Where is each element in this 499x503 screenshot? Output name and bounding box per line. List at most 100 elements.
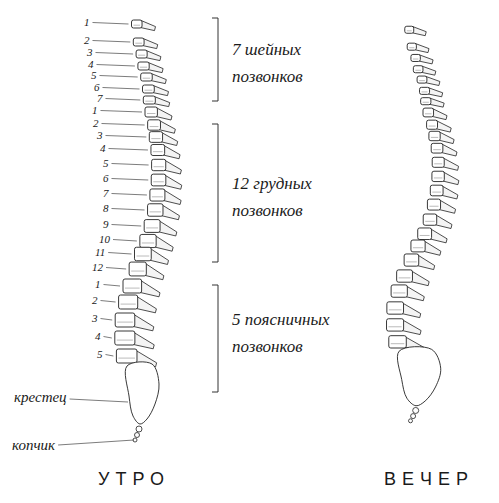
bracket [212,124,218,262]
spinous-process [432,109,447,120]
vertebral-body [148,204,163,216]
vertebral-body [116,349,137,363]
spinous-process [163,190,181,205]
leader-group [58,23,148,446]
vertebra [387,302,421,318]
coccyx [136,426,142,432]
vertebra [405,26,426,35]
vertebra [119,295,157,313]
spinous-process [164,160,181,174]
vertebra [143,96,169,107]
hatch [135,43,142,44]
hatch [153,151,163,152]
vertebral-body [129,262,146,276]
hatch [145,90,153,91]
vertebra [427,120,452,132]
vertebral-body [404,254,419,266]
vertebra [151,144,180,158]
bracket [212,285,218,392]
vertebra [138,62,163,73]
spinous-process [406,286,425,301]
vertebra [432,157,458,170]
bracket-label: 12 грудных позвонков [232,170,364,224]
hatch [420,235,430,236]
vertebra [133,38,157,49]
spinous-process [426,76,440,85]
vertebral-body [138,62,149,70]
spinous-process [424,241,441,256]
vertebral-body [140,234,156,247]
vertebra [136,50,161,61]
vertebra [430,185,458,199]
vertebral-body [115,313,135,327]
spinous-process [140,280,161,297]
vertebral-body [421,98,431,105]
vertebra [421,98,444,107]
callout-number: 1 [92,104,98,117]
hatch [389,309,402,310]
leader-line [108,253,131,255]
hatch [422,91,428,92]
callout-number: 7 [103,187,109,200]
vertebra [115,331,154,349]
callout-number: 10 [99,233,110,246]
hatch [142,242,154,243]
spine-morning [115,20,182,442]
vertebral-body [397,270,413,282]
vertebral-body [151,144,165,155]
callout-number: 2 [92,294,98,307]
hatch [138,55,145,56]
vertebra [123,279,160,297]
vertebra [391,285,424,301]
spinous-process [430,98,444,107]
vertebral-body [430,185,443,196]
sacrum [397,347,440,406]
hatch [399,277,411,278]
callout-number: 4 [95,330,101,343]
vertebra [427,199,455,213]
vertebra [407,43,429,52]
vertebral-body [149,132,162,143]
vertebral-body [145,107,157,117]
hatch [131,271,144,272]
hatch [143,78,151,79]
callout-number: 4 [100,142,106,155]
spinous-process [442,144,457,156]
spinous-process [146,50,161,60]
vertebral-body [417,76,427,83]
leader-line [113,240,137,242]
leader-line [106,268,126,270]
spinous-process [413,27,427,36]
leader-line [104,337,112,339]
vertebral-body [420,87,430,94]
spinous-process [402,302,421,317]
callout-number: 6 [103,172,109,185]
vertebra [132,20,156,31]
hatch [121,304,136,305]
hatch [434,163,442,164]
vertebra [417,76,440,85]
vertebra [423,214,452,229]
hatch [429,206,438,207]
spinous-process [442,186,458,199]
callout-number: 3 [87,46,93,59]
hatch [415,70,421,71]
vertebra [148,204,180,220]
vertebral-body [387,319,404,331]
leader-line [96,53,134,55]
leader-line [93,41,131,43]
hatch [154,166,164,167]
spinous-process [153,85,169,95]
hatch [151,138,160,139]
vertebral-body [389,336,406,348]
callout-number: 5 [103,157,109,170]
vertebra [141,73,167,84]
vertebral-body [136,50,147,58]
leader-line [97,65,135,67]
hatch [389,326,402,327]
hatch [434,177,442,178]
coccyx [411,414,416,419]
vertebral-body [141,73,153,81]
vertebral-body [148,120,161,130]
